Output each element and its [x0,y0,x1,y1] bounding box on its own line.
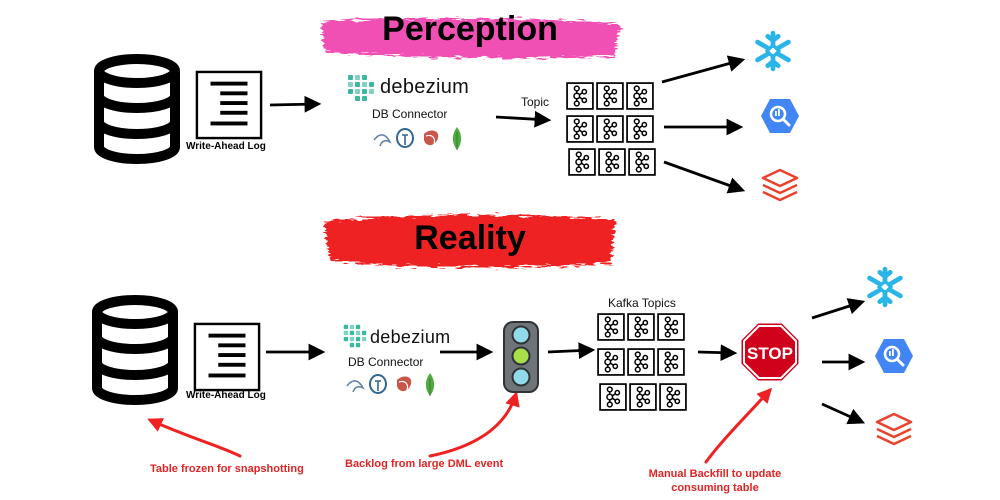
reality-topics-label: Kafka Topics [608,296,676,310]
snapshot-annotation: Table frozen for snapshotting [150,463,304,475]
snowflake-icon [864,266,906,308]
backfill-annotation: Manual Backfill to update consuming tabl… [648,468,782,494]
reality-debezium-brand: debezium [370,327,451,347]
bigquery-icon [874,338,914,374]
postgres-icon [369,374,387,394]
perception-topic-label: Topic [521,95,550,109]
perception-debezium-brand: debezium [380,76,470,98]
postgres-icon [396,128,414,148]
perception-db-logos [373,127,462,150]
perception-brush-stroke [321,18,620,59]
perception-connector-label: DB Connector [372,107,448,121]
mysql-icon [373,134,392,147]
stop-sign-text: STOP [747,344,793,363]
kafka-icon [657,348,685,376]
reality-connector-label: DB Connector [348,355,424,369]
debezium-logo [342,323,368,349]
stop-sign-icon: STOP [740,322,800,382]
sqlserver-icon [397,376,412,392]
kafka-icon [629,383,657,411]
reality-title: Reality [414,219,526,257]
kafka-icon [627,313,655,341]
kafka-icon [597,313,625,341]
mongodb-icon [425,373,435,396]
kafka-icon [659,383,687,411]
perception-wal-label: Write-Ahead Log [186,141,266,152]
reality-wal-label: Write-Ahead Log [186,390,266,401]
reality-db-logos [346,373,435,396]
kafka-icon [657,313,685,341]
kafka-icon [599,383,627,411]
kafka-icon [597,348,625,376]
sqlserver-icon [424,130,439,146]
backlog-annotation: Backlog from large DML event [345,458,504,470]
mysql-icon [346,380,365,393]
kafka-icon [627,348,655,376]
reality-brush-stroke [324,215,616,268]
traffic-light-icon [503,321,539,393]
perception-title: Perception [382,10,558,48]
databricks-icon [874,412,914,448]
mongodb-icon [452,127,462,150]
